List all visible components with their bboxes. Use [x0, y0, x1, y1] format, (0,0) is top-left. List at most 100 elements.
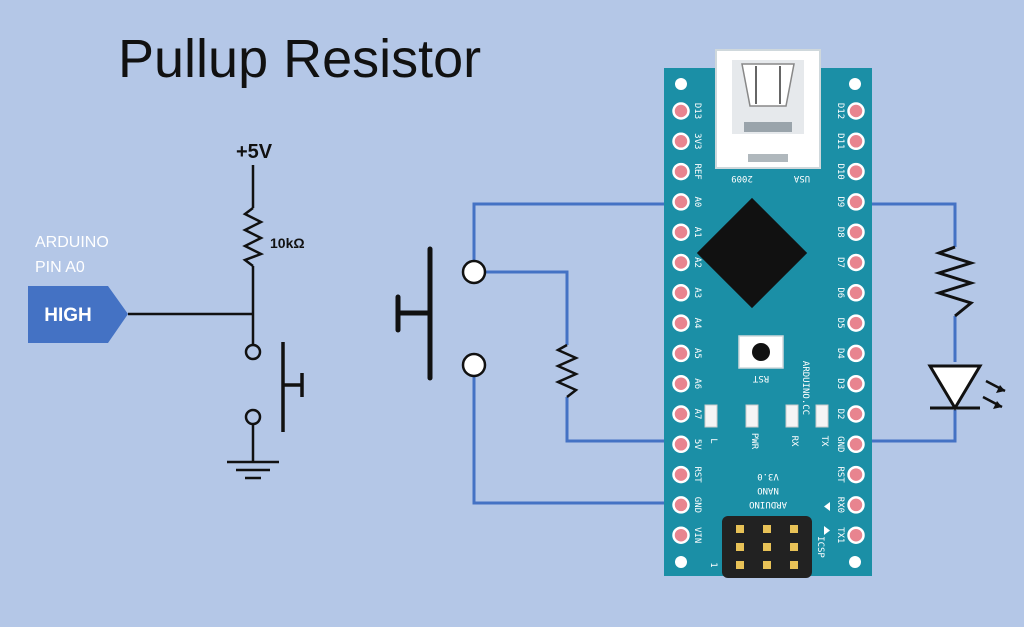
pin-pad-right-d11: [847, 132, 865, 151]
led-label-rx: RX: [789, 436, 799, 447]
reset-button-knob[interactable]: [752, 343, 770, 361]
pin-label-left-a6: A6: [692, 378, 702, 389]
onboard-leds: L PWR RX TX: [704, 404, 829, 450]
pullup-resistor-symbol: [242, 207, 265, 267]
pin-pad-left-rst: [672, 465, 690, 484]
ground-symbol-icon: [227, 460, 279, 480]
diagram-title: Pullup Resistor: [118, 29, 482, 89]
pin-label-left-a0: A0: [692, 196, 702, 207]
pin-label-right-d5: D5: [835, 318, 845, 329]
pin-label-left-5v: 5V: [692, 439, 702, 450]
pin-pad-left-5v: [672, 435, 690, 454]
pin-label-right-d11: D11: [835, 133, 845, 149]
arduino-nano-board: 2009 USA RST ARDUINO.CC L PWR RX TX V3.0…: [664, 49, 872, 578]
circuit-wiring: [472, 202, 957, 505]
pin-pad-left-ref: [672, 162, 690, 181]
pin-headers: D133V3REFA0A1A2A3A4A5A6A75VRSTGNDVIND12D…: [672, 102, 865, 544]
switch-contact-top: [244, 343, 262, 361]
board-name-line1: ARDUINO: [749, 499, 787, 509]
pushbutton-terminal-top: [461, 259, 487, 285]
pin-pad-right-d3: [847, 374, 865, 393]
pin-pad-right-d10: [847, 162, 865, 181]
wire-switch-to-resistor: [481, 270, 569, 345]
mount-hole-tl: [675, 78, 687, 90]
pin-pad-left-a2: [672, 253, 690, 272]
pin-pad-right-gnd: [847, 435, 865, 454]
led-symbol-icon: [927, 364, 1006, 411]
pin-pad-left-a5: [672, 344, 690, 363]
pin-label-left-rst: RST: [692, 466, 702, 483]
wire-a0-to-switch: [472, 202, 670, 272]
website-label: ARDUINO.CC: [800, 361, 810, 415]
board-name-line2: NANO: [757, 485, 779, 495]
wire-resistor-to-5v: [565, 397, 670, 443]
pin-label-right-d6: D6: [835, 287, 845, 298]
rx0-arrow-icon: [824, 502, 830, 511]
pin-label-left-a4: A4: [692, 318, 702, 329]
pin-pad-right-d9: [847, 193, 865, 211]
pin-label-left-d13: D13: [692, 103, 702, 119]
pin-label-right-d12: D12: [835, 103, 845, 119]
arduino-pin-label: ARDUINO PIN A0: [35, 230, 109, 280]
led-label-l: L: [708, 438, 718, 443]
mount-hole-tr: [849, 78, 861, 90]
pin-label-right-d4: D4: [835, 348, 845, 359]
tx1-arrow-icon: [824, 526, 830, 535]
pin-label-right-tx1: TX1: [835, 527, 845, 543]
pin-label-line1: ARDUINO: [35, 234, 109, 251]
wire-d9-to-resistor: [867, 202, 957, 247]
led-rx-icon: [785, 404, 799, 428]
pin-pad-left-a1: [672, 223, 690, 241]
led-label-pwr: PWR: [749, 433, 759, 450]
pin-pad-left-vin: [672, 526, 690, 544]
reset-label: RST: [752, 373, 769, 383]
reset-button[interactable]: [738, 335, 784, 369]
pin-label-left-ref: REF: [692, 163, 702, 179]
pin-label-right-d9: D9: [835, 196, 845, 207]
led-tx-icon: [815, 404, 829, 428]
pin-pad-left-a4: [672, 314, 690, 332]
pin-label-left-3v3: 3V3: [692, 133, 702, 149]
pin-pad-left-a3: [672, 284, 690, 302]
pin-label-right-d3: D3: [835, 378, 845, 389]
pin-label-left-a7: A7: [692, 409, 702, 420]
mount-hole-bl: [675, 556, 687, 568]
usb-connector-icon: [715, 49, 821, 169]
switch-contact-bottom: [244, 408, 262, 426]
pin-pad-right-d7: [847, 253, 865, 272]
microcontroller-chip: [696, 197, 808, 309]
pin-label-left-gnd: GND: [692, 497, 702, 513]
pin-pad-right-d4: [847, 344, 865, 363]
icsp-pin1-marker: 1: [708, 562, 718, 567]
pin-label-right-d2: D2: [835, 409, 845, 420]
supply-voltage-label: +5V: [236, 141, 273, 163]
led-pwr-icon: [745, 404, 759, 428]
pin-label-right-d7: D7: [835, 257, 845, 268]
pullup-schematic: +5V 10kΩ HIGH: [28, 141, 305, 480]
pin-pad-left-a6: [672, 374, 690, 393]
pin-pad-right-rst: [847, 465, 865, 484]
usb-country-label: USA: [793, 173, 810, 183]
pin-pad-left-gnd: [672, 496, 690, 514]
pin-label-right-rx0: RX0: [835, 497, 845, 513]
pin-label-right-rst: RST: [835, 466, 845, 483]
icsp-label: ICSP: [815, 536, 825, 558]
pin-label-left-a5: A5: [692, 348, 702, 359]
pin-label-right-d10: D10: [835, 163, 845, 179]
led-label-tx: TX: [819, 436, 829, 447]
board-name-line3: V3.0: [757, 471, 779, 481]
pin-pad-left-3v3: [672, 132, 690, 151]
led-resistor-icon: [933, 245, 977, 318]
pin-pad-left-a7: [672, 405, 690, 423]
pin-label-line2: PIN A0: [35, 259, 85, 276]
pin-label-left-a2: A2: [692, 257, 702, 268]
resistor-value-label: 10kΩ: [270, 235, 305, 251]
pin-pad-right-rx0: [847, 496, 865, 514]
pulldown-resistor-icon: [554, 343, 580, 398]
pin-label-right-gnd: GND: [835, 436, 845, 452]
led-l-icon: [704, 404, 718, 428]
wire-led-to-gnd: [867, 410, 957, 443]
pin-pad-right-d8: [847, 223, 865, 241]
pin-label-left-vin: VIN: [692, 527, 702, 543]
